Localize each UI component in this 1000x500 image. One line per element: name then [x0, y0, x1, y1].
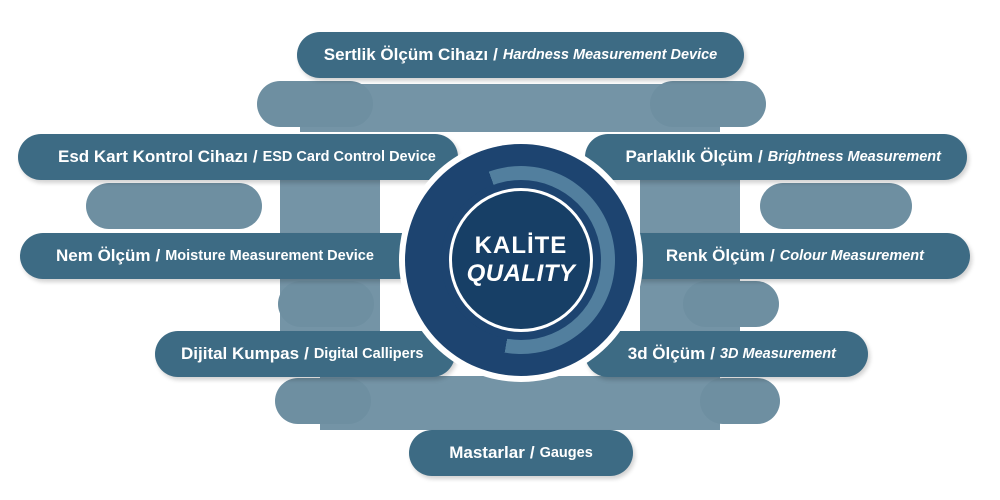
item-colour: Renk Ölçüm / Colour Measurement: [600, 233, 970, 279]
item-3d: 3d Ölçüm / 3D Measurement: [585, 331, 868, 377]
item-en-label: 3D Measurement: [719, 346, 836, 362]
connector-pill: [86, 183, 262, 229]
center-title-en: QUALITY: [466, 260, 576, 287]
separator: /: [710, 344, 715, 363]
item-esd: Esd Kart Kontrol Cihazı / ESD Card Contr…: [18, 134, 458, 180]
item-tr-label: Esd Kart Kontrol Cihazı: [58, 147, 248, 166]
item-en-label: Moisture Measurement Device: [165, 248, 374, 264]
center-badge: KALİTE QUALITY: [449, 188, 593, 332]
center-title-tr: KALİTE: [474, 232, 568, 259]
item-tr-label: 3d Ölçüm: [627, 344, 706, 363]
item-moisture: Nem Ölçüm / Moisture Measurement Device: [20, 233, 440, 279]
connector-bar: [640, 178, 740, 234]
item-en-label: Colour Measurement: [779, 248, 924, 264]
connector-bar: [320, 376, 720, 430]
item-en-label: Digital Callipers: [313, 346, 424, 362]
item-en-label: Hardness Measurement Device: [502, 47, 718, 63]
connector-bar: [280, 178, 380, 234]
item-tr-label: Nem Ölçüm: [56, 246, 151, 265]
item-en-label: Gauges: [539, 445, 593, 461]
separator: /: [252, 147, 258, 166]
separator: /: [155, 246, 161, 265]
connector-pill: [700, 378, 780, 424]
item-tr-label: Parlaklık Ölçüm: [625, 147, 754, 166]
item-tr-label: Mastarlar: [449, 443, 525, 462]
item-gauges: Mastarlar / Gauges: [409, 430, 633, 476]
separator: /: [758, 147, 763, 166]
item-tr-label: Sertlik Ölçüm Cihazı: [323, 45, 489, 64]
item-callipers: Dijital Kumpas / Digital Callipers: [155, 331, 455, 377]
separator: /: [529, 443, 535, 462]
item-brightness: Parlaklık Ölçüm / Brightness Measurement: [585, 134, 967, 180]
item-en-label: ESD Card Control Device: [262, 149, 436, 165]
separator: /: [304, 344, 309, 363]
item-tr-label: Renk Ölçüm: [665, 246, 766, 265]
separator: /: [493, 45, 498, 64]
connector-pill: [278, 281, 374, 327]
separator: /: [770, 246, 775, 265]
connector-pill: [275, 378, 371, 424]
connector-pill: [760, 183, 912, 229]
connector-pill: [683, 281, 779, 327]
connector-pill: [257, 81, 373, 127]
item-hardness: Sertlik Ölçüm Cihazı / Hardness Measurem…: [297, 32, 744, 78]
item-tr-label: Dijital Kumpas: [181, 344, 300, 363]
connector-pill: [650, 81, 766, 127]
item-en-label: Brightness Measurement: [767, 149, 941, 165]
